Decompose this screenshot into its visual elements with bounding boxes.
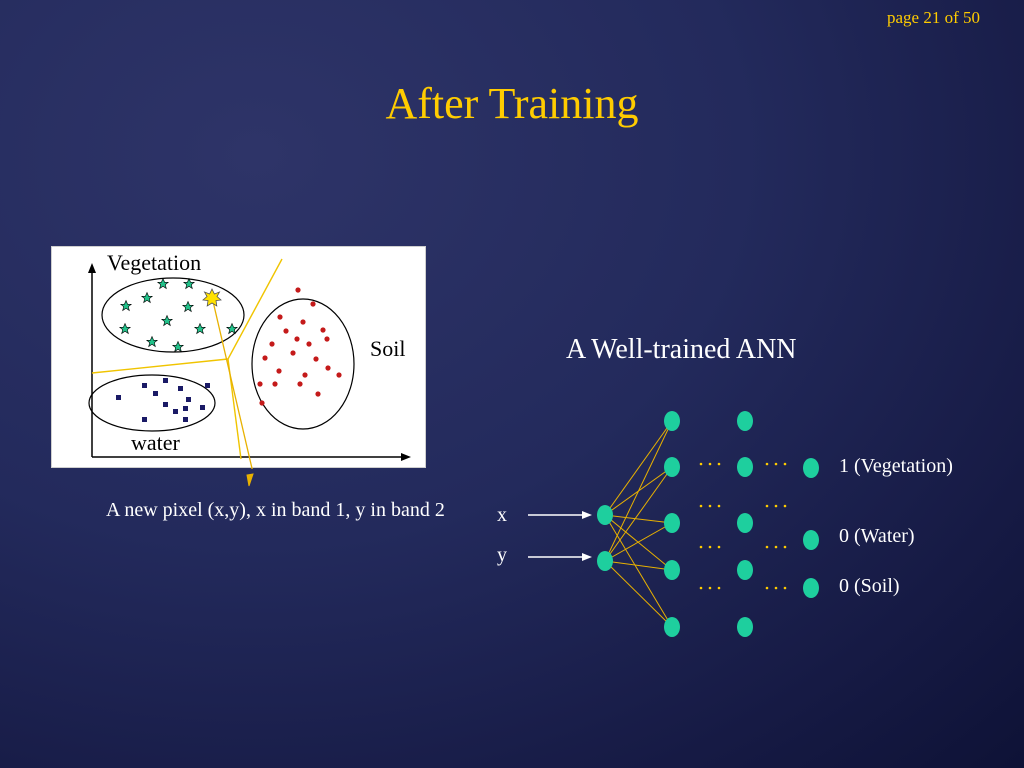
x-axis-arrow-icon xyxy=(401,453,411,461)
input-label-y: y xyxy=(497,544,507,566)
input-label-x: x xyxy=(497,504,507,526)
feature-space-svg xyxy=(88,258,411,469)
input-arrows xyxy=(528,511,592,561)
ann-diagram xyxy=(528,411,819,637)
page-number: page 21 of 50 xyxy=(886,8,980,27)
hidden2-neuron xyxy=(737,560,753,580)
output-label-water: 0 (Water) xyxy=(839,525,915,547)
neurons xyxy=(597,411,819,637)
vegetation-cluster xyxy=(101,277,245,353)
feature-space-plot: Vegetation Soil water xyxy=(51,246,426,469)
hidden2-neuron xyxy=(737,411,753,431)
ann-title: A Well-trained ANN xyxy=(566,334,797,365)
input-neuron-x xyxy=(597,505,613,525)
connections xyxy=(604,420,673,628)
soil-cluster xyxy=(251,298,355,430)
hidden1-neuron xyxy=(664,617,680,637)
hidden2-neuron xyxy=(737,617,753,637)
hidden1-neuron xyxy=(664,411,680,431)
output-label-vegetation: 1 (Vegetation) xyxy=(839,455,953,477)
new-pixel-caption: A new pixel (x,y), x in band 1, y in ban… xyxy=(106,499,445,521)
new-pixel-burst-icon xyxy=(202,288,222,307)
hidden1-neuron xyxy=(664,513,680,533)
ellipsis-dots xyxy=(699,462,787,590)
hidden2-neuron xyxy=(737,513,753,533)
vegetation-points xyxy=(118,277,239,353)
input-neuron-y xyxy=(597,551,613,571)
output-neuron-soil xyxy=(803,578,819,598)
hidden2-neuron xyxy=(737,457,753,477)
hidden1-neuron xyxy=(664,560,680,580)
output-neuron-vegetation xyxy=(803,458,819,478)
water-label: water xyxy=(131,430,180,455)
new-pixel-arrow-icon xyxy=(246,473,254,487)
water-cluster xyxy=(88,374,216,432)
slide-title: After Training xyxy=(385,79,639,128)
new-pixel-pointer xyxy=(211,296,253,469)
soil-points xyxy=(257,287,342,406)
vegetation-label: Vegetation xyxy=(107,250,202,275)
y-axis-arrow-icon xyxy=(88,263,96,273)
hidden1-neuron xyxy=(664,457,680,477)
output-label-soil: 0 (Soil) xyxy=(839,575,900,597)
soil-label: Soil xyxy=(370,336,406,361)
water-points xyxy=(116,378,210,422)
decision-boundaries xyxy=(91,258,283,460)
output-neuron-water xyxy=(803,530,819,550)
